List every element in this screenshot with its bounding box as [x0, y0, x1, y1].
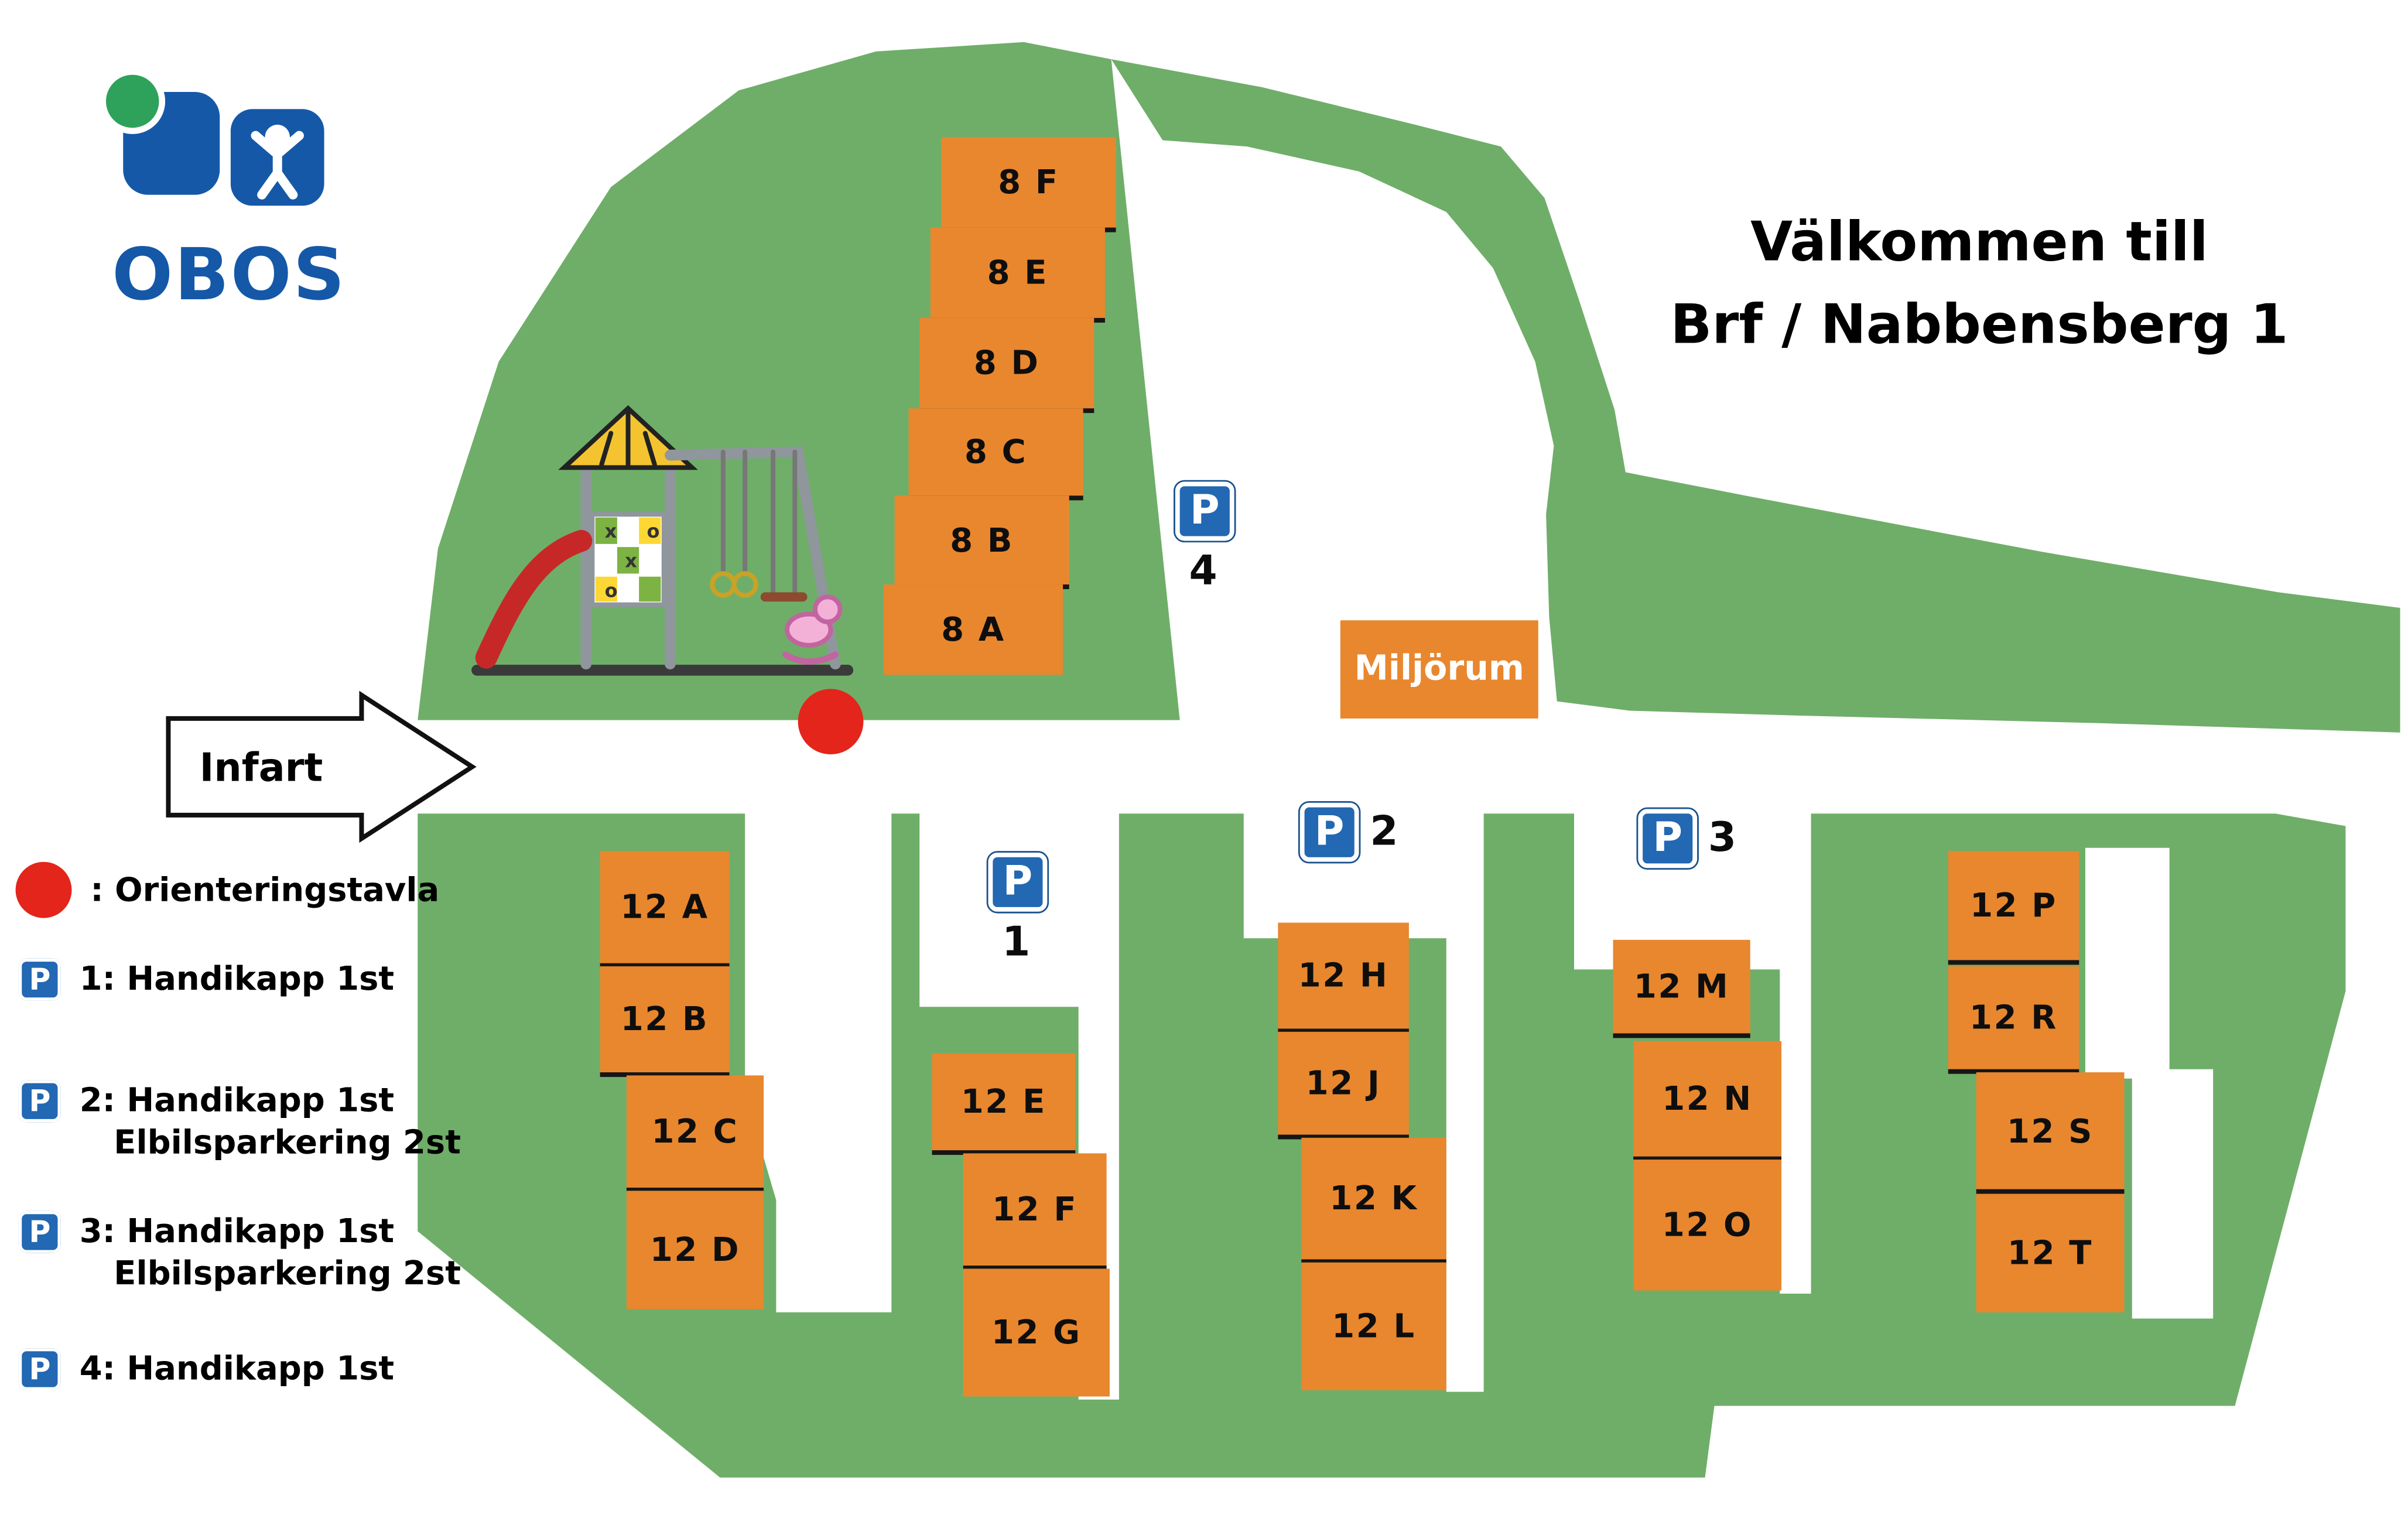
- building-12P: 12 P: [1948, 851, 2079, 965]
- svg-text:x: x: [625, 550, 637, 572]
- building-8F: 8 F: [941, 137, 1116, 232]
- svg-text:o: o: [647, 520, 659, 542]
- building-12A: 12 A: [600, 851, 730, 968]
- building-12H: 12 H: [1278, 922, 1409, 1034]
- legend-item-p1: P 1: Handikapp 1st: [18, 958, 395, 1001]
- building-12E: 12 E: [932, 1054, 1076, 1155]
- legend-item-text: 2: Handikapp 1st Elbilsparkering 2st: [79, 1082, 461, 1161]
- parking-sign-1-icon: P: [986, 851, 1049, 914]
- legend-item-text: 3: Handikapp 1st Elbilsparkering 2st: [79, 1212, 461, 1292]
- legend-item-p4: P 4: Handikapp 1st: [18, 1348, 395, 1390]
- red-dot-icon: [15, 861, 72, 918]
- legend-item-p3: P 3: Handikapp 1st Elbilsparkering 2st: [18, 1210, 461, 1294]
- parking-1-number: 1: [1002, 919, 1031, 967]
- building-8C: 8 C: [908, 408, 1083, 501]
- building-12L: 12 L: [1301, 1262, 1446, 1390]
- legend-item-text: 1: Handikapp 1st: [79, 960, 395, 998]
- title-line1: Välkommen till: [1750, 211, 2208, 275]
- parking-4-number: 4: [1189, 548, 1217, 596]
- parking-2-number: 2: [1370, 809, 1398, 856]
- miljorum-building: Miljörum: [1340, 620, 1538, 719]
- orienteringstavla-marker: [798, 689, 864, 755]
- infart-label: Infart: [199, 745, 323, 791]
- playground-illustration: x o x o: [471, 405, 854, 676]
- building-12G: 12 G: [963, 1268, 1110, 1397]
- legend-orienteringstavla-label: : Orienteringstavla: [90, 871, 440, 909]
- parking-sign-2-icon: P: [1298, 801, 1361, 864]
- svg-text:o: o: [605, 579, 618, 601]
- building-12F: 12 F: [963, 1153, 1107, 1271]
- building-8E: 8 E: [930, 227, 1105, 323]
- title-line2: Brf / Nabbensberg 1: [1670, 293, 2289, 357]
- parking-icon: P: [18, 1348, 61, 1390]
- building-8B: 8 B: [894, 495, 1069, 590]
- building-12M: 12 M: [1613, 939, 1750, 1038]
- building-8A: 8 A: [884, 584, 1063, 675]
- green-area-topright: [1111, 59, 2400, 733]
- parking-icon: P: [18, 1080, 61, 1123]
- legend-item-text: 4: Handikapp 1st: [79, 1349, 395, 1387]
- obos-logo-text: OBOS: [112, 232, 347, 317]
- page-title: Välkommen till Brf / Nabbensberg 1: [1590, 203, 2369, 366]
- parking-icon: P: [18, 1210, 61, 1253]
- building-12O: 12 O: [1633, 1160, 1781, 1291]
- parking-icon: P: [18, 958, 61, 1001]
- building-12J: 12 J: [1278, 1031, 1409, 1140]
- parking-sign-3-icon: P: [1636, 807, 1699, 870]
- building-12R: 12 R: [1948, 966, 2079, 1074]
- building-12S: 12 S: [1976, 1072, 2125, 1194]
- building-8D: 8 D: [919, 317, 1094, 413]
- building-12D: 12 D: [626, 1191, 764, 1309]
- parking-sign-4-icon: P: [1174, 480, 1236, 543]
- building-12K: 12 K: [1301, 1137, 1446, 1264]
- building-12T: 12 T: [1976, 1194, 2125, 1312]
- infart-arrow: [166, 690, 477, 843]
- obos-logo-mark: [98, 69, 324, 206]
- building-12B: 12 B: [600, 966, 730, 1078]
- obos-logo: OBOS: [81, 69, 377, 317]
- legend-orienteringstavla: : Orienteringstavla: [15, 861, 440, 918]
- svg-text:x: x: [605, 520, 617, 542]
- building-12C: 12 C: [626, 1075, 764, 1192]
- parking-3-number: 3: [1708, 815, 1737, 862]
- legend-item-p2: P 2: Handikapp 1st Elbilsparkering 2st: [18, 1080, 461, 1162]
- building-12N: 12 N: [1633, 1041, 1781, 1161]
